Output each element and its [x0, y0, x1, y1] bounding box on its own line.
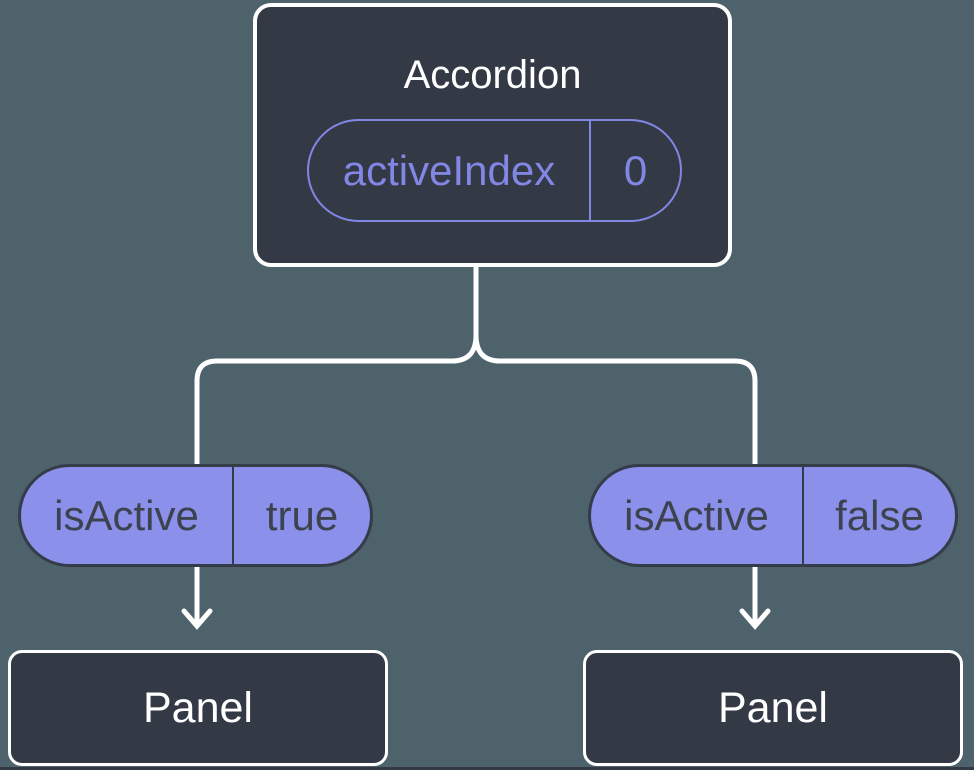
- is-active-pill-right: isActive false: [588, 464, 958, 567]
- is-active-pill-left: isActive true: [18, 464, 373, 567]
- arrow-down-icon-right: [739, 608, 771, 630]
- accordion-node-title: Accordion: [403, 53, 582, 97]
- prop-pill-value: 0: [623, 146, 648, 194]
- state-pill-value: false: [835, 491, 924, 539]
- state-pill-label: isActive: [591, 467, 804, 564]
- accordion-node: Accordion activeIndex 0: [253, 3, 732, 267]
- state-pill-value: true: [265, 491, 339, 539]
- bottom-page-edge: [0, 767, 974, 770]
- connector-left-branch: [194, 266, 479, 466]
- connector-right-branch: [473, 266, 758, 466]
- panel-node-left: Panel: [8, 650, 388, 766]
- prop-pill-label: activeIndex: [309, 121, 591, 220]
- arrow-down-icon-left: [181, 608, 213, 630]
- panel-node-title: Panel: [718, 683, 828, 732]
- state-pill-label: isActive: [21, 467, 234, 564]
- panel-node-right: Panel: [583, 650, 963, 766]
- panel-node-title: Panel: [143, 683, 253, 732]
- active-index-prop-pill: activeIndex 0: [307, 119, 682, 222]
